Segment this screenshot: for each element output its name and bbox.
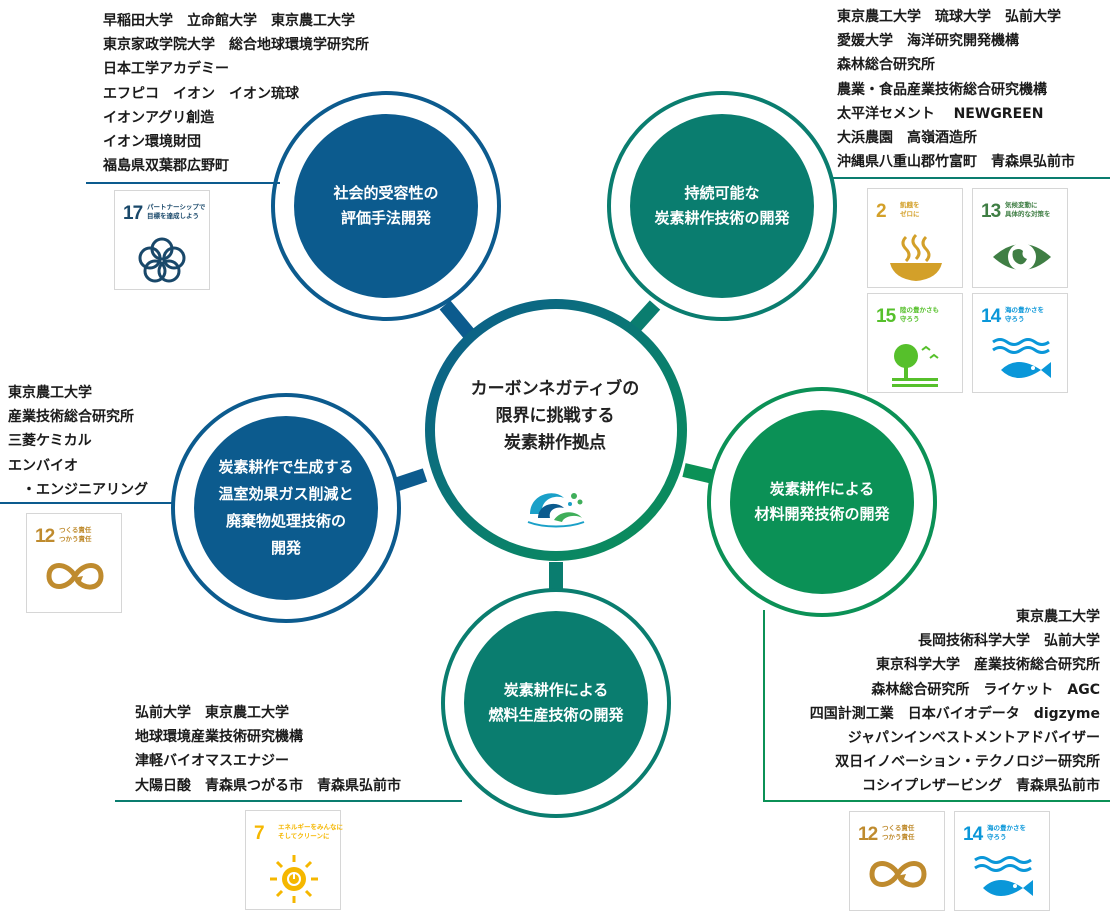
partner-line: 福島県双葉郡広野町 — [103, 158, 229, 175]
node-sustainable: 持続可能な 炭素耕作技術の開発 — [630, 114, 814, 298]
partner-line: 双日イノベーション・テクノロジー研究所 — [835, 754, 1100, 771]
sdg-2-tile: 2 飢餓を ゼロに — [867, 188, 963, 288]
sdg-number: 15 — [876, 306, 896, 327]
partnership-flower-icon — [138, 237, 186, 283]
partner-line: 東京農工大学 — [8, 385, 92, 401]
earth-eye-icon — [993, 243, 1051, 271]
partner-line: ジャパンインベストメントアドバイザー — [847, 730, 1100, 747]
sdg-number: 12 — [35, 526, 55, 547]
partner-line: ・エンジニアリング — [8, 481, 148, 498]
partner-line: 太平洋セメント NEWGREEN — [837, 105, 1044, 122]
sdg-number: 14 — [963, 824, 983, 845]
sdg-number: 14 — [981, 306, 1001, 327]
partner-line: 東京農工大学 — [1016, 609, 1100, 625]
sdg-label: 飢餓を ゼロに — [900, 201, 920, 218]
center-ring — [425, 299, 687, 561]
partner-line: 四国計測工業 日本バイオデータ digzyme — [809, 705, 1100, 722]
partner-line: イオン環境財団 — [103, 134, 201, 151]
partner-line: 農業・食品産業技術総合研究機構 — [837, 81, 1047, 98]
partner-line: 地球環境産業技術研究機構 — [135, 729, 303, 746]
center-title: カーボンネガティブの 限界に挑戦する 炭素耕作拠点 — [470, 379, 640, 453]
partner-line: 産業技術総合研究所 — [8, 409, 134, 426]
partner-line: 津軽バイオマスエナジー — [135, 753, 289, 770]
node-ghg: 炭素耕作で生成する 温室効果ガス削減と 廃棄物処理技術の 開発 — [194, 416, 378, 600]
partner-line: 東京科学大学 産業技術総合研究所 — [876, 657, 1100, 674]
partner-line: 愛媛大学 海洋研究開発機構 — [837, 33, 1019, 50]
infinity-icon — [46, 563, 104, 590]
node-materials: 炭素耕作による 材料開発技術の開発 — [730, 410, 914, 594]
partner-line: コシイプレザービング 青森県弘前市 — [862, 778, 1100, 795]
partner-line: 日本工学アカデミー — [103, 61, 229, 78]
fish-wave-icon — [974, 856, 1033, 896]
node-ghg-label: 炭素耕作で生成する 温室効果ガス削減と 廃棄物処理技術の 開発 — [218, 458, 354, 557]
node-social: 社会的受容性の 評価手法開発 — [294, 114, 478, 298]
sdg-number: 17 — [123, 203, 143, 224]
partner-line: 三菱ケミカル — [8, 433, 92, 450]
sdg-label: エネルギーをみんなに そしてクリーンに — [278, 823, 343, 840]
sdg-label: 海の豊かさを 守ろう — [1005, 306, 1044, 323]
sdg-number: 7 — [254, 823, 265, 844]
sun-power-icon — [270, 855, 318, 903]
node-social-label: 社会的受容性の 評価手法開発 — [333, 184, 439, 227]
sdg-number: 2 — [876, 201, 887, 222]
partner-line: 森林総合研究所 ライケット AGC — [871, 681, 1100, 698]
node-fuel: 炭素耕作による 燃料生産技術の開発 — [464, 611, 648, 795]
partner-line: イオンアグリ創造 — [103, 109, 215, 126]
partner-line: 長岡技術科学大学 弘前大学 — [918, 633, 1100, 650]
wave-logo-icon — [527, 493, 585, 528]
partner-line: エンバイオ — [8, 457, 78, 474]
partner-line: 弘前大学 東京農工大学 — [135, 705, 289, 721]
connector-social — [439, 300, 476, 340]
partner-line: 沖縄県八重山郡竹富町 青森県弘前市 — [837, 154, 1075, 171]
partners-materials: 東京農工大学長岡技術科学大学 弘前大学東京科学大学 産業技術総合研究所森林総合研… — [770, 605, 1100, 799]
sdg-number: 12 — [858, 824, 878, 845]
partner-line: 東京農工大学 琉球大学 弘前大学 — [837, 9, 1061, 25]
partners-social: 早稲田大学 立命館大学 東京農工大学東京家政学院大学 総合地球環境学研究所日本工… — [103, 9, 369, 178]
sdg-label: 陸の豊かさも 守ろう — [900, 306, 939, 323]
partners-sustainable: 東京農工大学 琉球大学 弘前大学愛媛大学 海洋研究開発機構森林総合研究所農業・食… — [837, 5, 1075, 174]
bowl-icon — [890, 233, 942, 281]
fish-wave-icon — [992, 338, 1051, 378]
sdg-7-tile: 7 エネルギーをみんなに そしてクリーンに — [245, 810, 343, 910]
partner-line: 早稲田大学 立命館大学 東京農工大学 — [103, 13, 355, 29]
sdg-number: 13 — [981, 201, 1001, 222]
partner-line: エフピコ イオン イオン琉球 — [103, 85, 299, 102]
connector-ghg — [392, 468, 428, 492]
tree-birds-icon — [892, 344, 939, 387]
sdg-label: 気候変動に 具体的な対策を — [1005, 201, 1051, 218]
partners-ghg: 東京農工大学産業技術総合研究所三菱ケミカルエンバイオ ・エンジニアリング — [8, 381, 148, 502]
partner-line: 森林総合研究所 — [837, 57, 935, 74]
infinity-icon — [869, 861, 927, 888]
partner-line: 大陽日酸 青森県つがる市 青森県弘前市 — [135, 777, 401, 794]
node-materials-label: 炭素耕作による 材料開発技術の開発 — [754, 480, 890, 523]
sdg-label: つくる責任 つかう責任 — [882, 824, 915, 841]
underline-materials — [763, 610, 1110, 802]
sdg-label: パートナーシップで 目標を達成しよう — [147, 203, 206, 220]
partner-line: 東京家政学院大学 総合地球環境学研究所 — [103, 37, 369, 54]
partner-line: 大浜農園 高嶺酒造所 — [837, 130, 977, 147]
node-sustainable-label: 持続可能な 炭素耕作技術の開発 — [654, 184, 790, 227]
sdg-label: つくる責任 つかう責任 — [59, 526, 92, 543]
partners-fuel: 弘前大学 東京農工大学地球環境産業技術研究機構津軽バイオマスエナジー大陽日酸 青… — [135, 701, 401, 798]
sdg-label: 海の豊かさを 守ろう — [987, 824, 1026, 841]
node-fuel-label: 炭素耕作による 燃料生産技術の開発 — [488, 681, 624, 724]
